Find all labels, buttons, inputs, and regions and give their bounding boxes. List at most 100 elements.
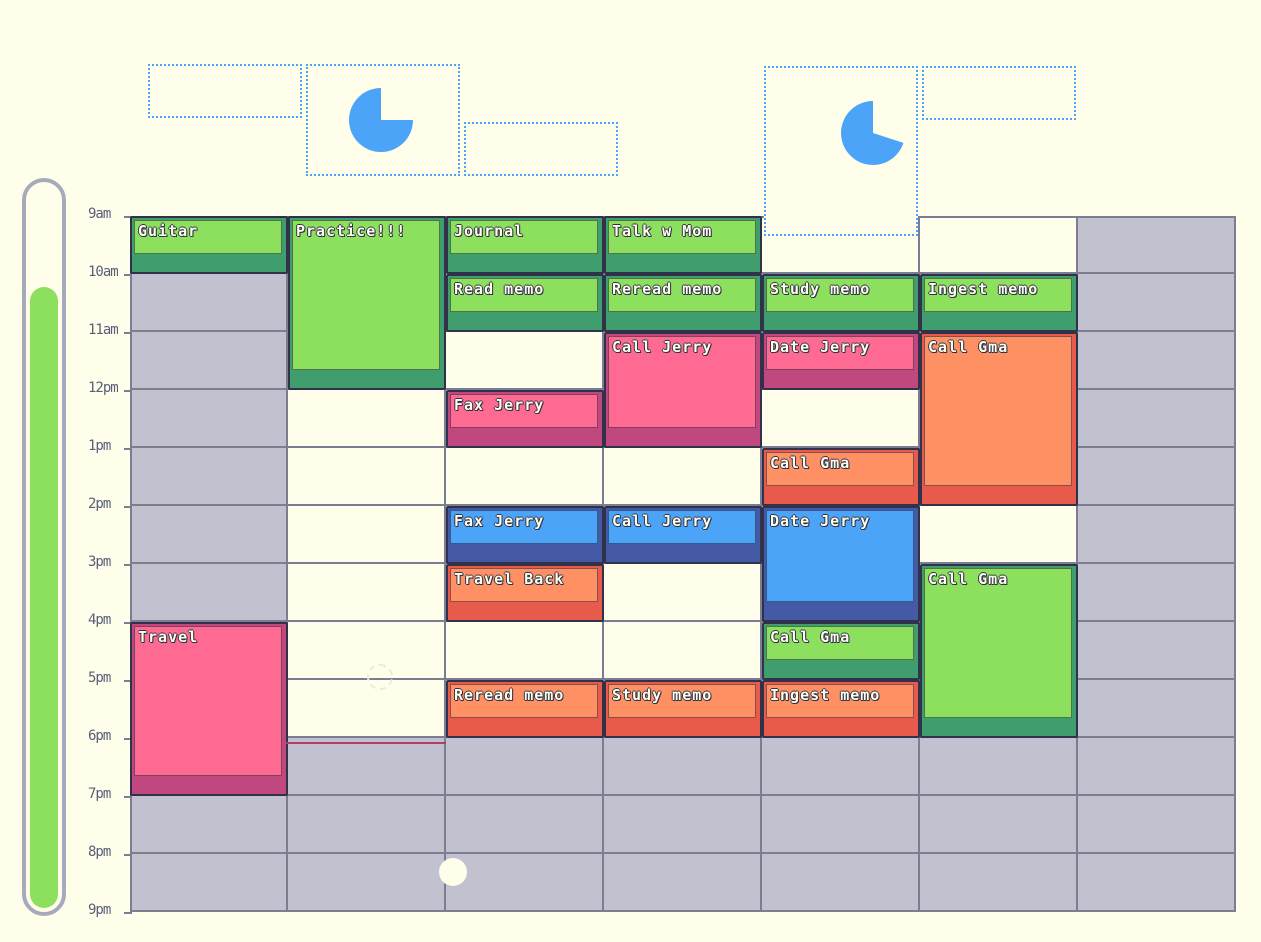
grid-cell-blocked[interactable] [130, 564, 288, 622]
grid-cell-blocked[interactable] [1078, 390, 1236, 448]
grid-cell-open[interactable] [288, 506, 446, 564]
grid-cell-blocked[interactable] [1078, 564, 1236, 622]
task-block[interactable]: Call Gma [920, 564, 1078, 738]
task-block[interactable]: Journal [446, 216, 604, 274]
grid-cell-blocked[interactable] [130, 506, 288, 564]
task-block-label: Call Gma [928, 338, 1009, 356]
task-block[interactable]: Talk w Mom [604, 216, 762, 274]
grid-cell-open[interactable] [604, 622, 762, 680]
grid-cell-open[interactable] [446, 448, 604, 506]
energy-meter-track [30, 186, 58, 908]
task-slot-4[interactable] [764, 66, 918, 236]
grid-cell-blocked[interactable] [288, 738, 446, 796]
task-block[interactable]: Reread memo [604, 274, 762, 332]
task-slot-1[interactable] [148, 64, 302, 118]
grid-cell-blocked[interactable] [1078, 274, 1236, 332]
task-block-label: Ingest memo [928, 280, 1039, 298]
task-slot-3[interactable] [464, 122, 618, 176]
task-block-label: Journal [454, 222, 525, 240]
task-block-label: Date Jerry [770, 512, 871, 530]
grid-cell-blocked[interactable] [446, 738, 604, 796]
grid-cell-open[interactable] [604, 448, 762, 506]
task-block-label: Date Jerry [770, 338, 871, 356]
time-tick [124, 622, 132, 624]
task-block[interactable]: Call Gma [920, 332, 1078, 506]
task-block[interactable]: Fax Jerry [446, 506, 604, 564]
grid-cell-blocked[interactable] [1078, 680, 1236, 738]
task-block[interactable]: Call Gma [762, 622, 920, 680]
time-tick [124, 738, 132, 740]
grid-cell-blocked[interactable] [1078, 622, 1236, 680]
grid-cell-blocked[interactable] [446, 854, 604, 912]
task-block[interactable]: Guitar [130, 216, 288, 274]
grid-cell-blocked[interactable] [1078, 332, 1236, 390]
grid-cell-blocked[interactable] [604, 854, 762, 912]
task-block-label: Guitar [138, 222, 199, 240]
grid-cell-open[interactable] [762, 390, 920, 448]
task-slot-2[interactable] [306, 64, 460, 176]
grid-cell-blocked[interactable] [604, 738, 762, 796]
task-block-face [134, 626, 282, 776]
task-block[interactable]: Read memo [446, 274, 604, 332]
grid-cell-open[interactable] [604, 564, 762, 622]
grid-cell-blocked[interactable] [920, 854, 1078, 912]
task-block[interactable]: Travel Back [446, 564, 604, 622]
grid-cell-blocked[interactable] [604, 796, 762, 854]
grid-cell-blocked[interactable] [762, 854, 920, 912]
grid-cell-blocked[interactable] [130, 448, 288, 506]
grid-cell-blocked[interactable] [130, 796, 288, 854]
grid-cell-blocked[interactable] [920, 738, 1078, 796]
grid-cell-blocked[interactable] [1078, 796, 1236, 854]
grid-cell-blocked[interactable] [1078, 506, 1236, 564]
grid-cell-open[interactable] [446, 332, 604, 390]
grid-cell-blocked[interactable] [1078, 738, 1236, 796]
task-block[interactable]: Call Jerry [604, 332, 762, 448]
task-block-label: Reread memo [454, 686, 565, 704]
task-block[interactable]: Study memo [604, 680, 762, 738]
grid-cell-open[interactable] [288, 680, 446, 738]
grid-cell-blocked[interactable] [920, 796, 1078, 854]
grid-cell-blocked[interactable] [288, 854, 446, 912]
grid-cell-blocked[interactable] [130, 274, 288, 332]
grid-cell-open[interactable] [920, 216, 1078, 274]
task-block[interactable]: Ingest memo [920, 274, 1078, 332]
task-block[interactable]: Study memo [762, 274, 920, 332]
task-block[interactable]: Travel [130, 622, 288, 796]
grid-cell-open[interactable] [920, 506, 1078, 564]
task-block[interactable]: Practice!!! [288, 216, 446, 390]
time-label: 9am [88, 206, 111, 222]
grid-cell-blocked[interactable] [1078, 216, 1236, 274]
grid-cell-blocked[interactable] [446, 796, 604, 854]
task-block-face [450, 220, 598, 254]
time-label: 8pm [88, 844, 111, 860]
task-block[interactable]: Date Jerry [762, 332, 920, 390]
grid-cell-open[interactable] [288, 448, 446, 506]
time-label: 11am [88, 322, 119, 338]
task-block-face [924, 278, 1072, 312]
grid-cell-open[interactable] [446, 622, 604, 680]
grid-cell-blocked[interactable] [1078, 854, 1236, 912]
grid-cell-blocked[interactable] [1078, 448, 1236, 506]
grid-cell-blocked[interactable] [130, 332, 288, 390]
grid-cell-blocked[interactable] [288, 796, 446, 854]
task-block[interactable]: Ingest memo [762, 680, 920, 738]
energy-meter [22, 178, 66, 916]
drop-target-icon[interactable] [367, 664, 393, 690]
task-block[interactable]: Reread memo [446, 680, 604, 738]
task-slot-5[interactable] [922, 66, 1076, 120]
task-block[interactable]: Call Gma [762, 448, 920, 506]
grid-cell-blocked[interactable] [762, 796, 920, 854]
task-block[interactable]: Call Jerry [604, 506, 762, 564]
task-block[interactable]: Date Jerry [762, 506, 920, 622]
grid-cell-open[interactable] [288, 390, 446, 448]
grid-cell-blocked[interactable] [130, 390, 288, 448]
task-block-face [608, 278, 756, 312]
grid-cell-open[interactable] [288, 564, 446, 622]
time-label: 6pm [88, 728, 111, 744]
grid-cell-blocked[interactable] [130, 854, 288, 912]
grid-cell-blocked[interactable] [762, 738, 920, 796]
time-label: 3pm [88, 554, 111, 570]
task-block[interactable]: Fax Jerry [446, 390, 604, 448]
